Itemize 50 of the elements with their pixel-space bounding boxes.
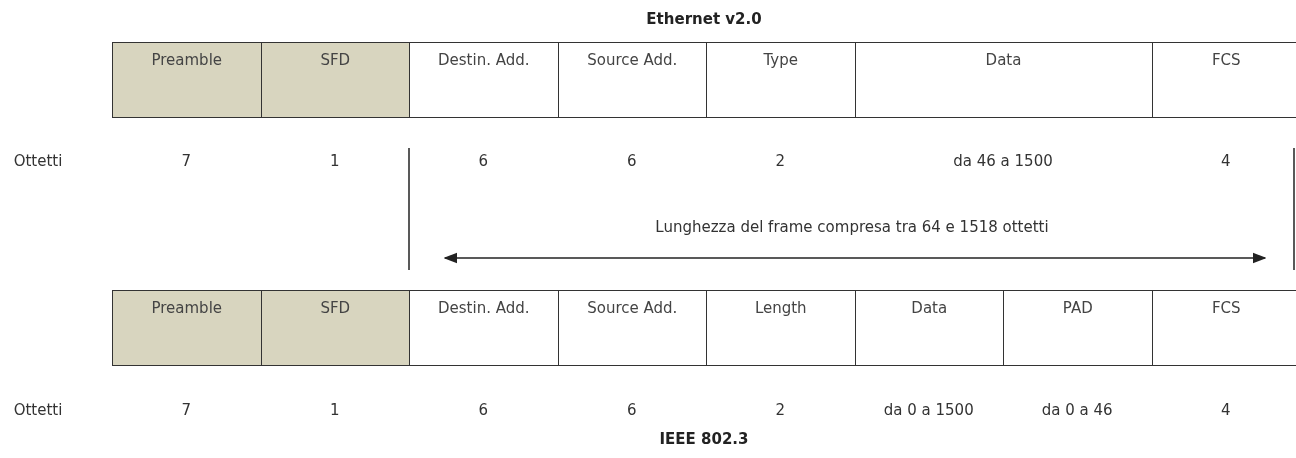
field-label: Source Add. [587,299,678,318]
field-label: Data [985,51,1022,70]
octet-count: 6 [627,401,637,419]
data-field [854,290,1004,366]
fcs-field [1151,290,1296,366]
octet-count: 2 [775,401,785,419]
field-label: SFD [320,51,351,70]
source-address-field [557,42,707,118]
field-label: Data [911,299,948,318]
octet-count: 1 [330,152,340,170]
sfd-field [260,42,410,118]
octet-count: 2 [775,152,785,170]
octet-count: 1 [330,401,340,419]
field-label: Destin. Add. [438,51,530,70]
octet-count: 4 [1221,401,1231,419]
octet-count: 7 [181,401,191,419]
pad-field [1003,290,1153,366]
title: Ethernet v2.0 [646,10,762,28]
octet-count: 7 [181,152,191,170]
field-label: Preamble [151,299,223,318]
octet-count: da 46 a 1500 [953,152,1053,170]
data-field [854,42,1153,118]
length-field [706,290,856,366]
source-address-field [557,290,707,366]
sfd-field [260,290,410,366]
octet-count: 6 [627,152,637,170]
row-label: Ottetti [13,401,63,419]
field-label: PAD [1062,299,1093,318]
octet-count: da 0 a 1500 [883,401,974,419]
field-label: Destin. Add. [438,299,530,318]
field-label: Length [754,299,807,318]
octet-count: 6 [478,152,488,170]
octet-count: 6 [478,401,488,419]
field-label: SFD [320,299,351,318]
field-label: Preamble [151,51,223,70]
field-label: FCS [1211,51,1241,70]
dimension-label: Lunghezza del frame compresa tra 64 e 1518 ottetti [655,218,1049,236]
fcs-field [1151,42,1296,118]
octet-count: da 0 a 46 [1041,401,1113,419]
octet-count: 4 [1221,152,1231,170]
caption: IEEE 802.3 [659,430,749,448]
type-field [706,42,856,118]
destination-address-field [409,42,559,118]
destination-address-field [409,290,559,366]
preamble-field [112,42,262,118]
field-label: Type [763,51,798,70]
field-label: FCS [1211,299,1241,318]
field-label: Source Add. [587,51,678,70]
row-label: Ottetti [13,152,63,170]
preamble-field [112,290,262,366]
